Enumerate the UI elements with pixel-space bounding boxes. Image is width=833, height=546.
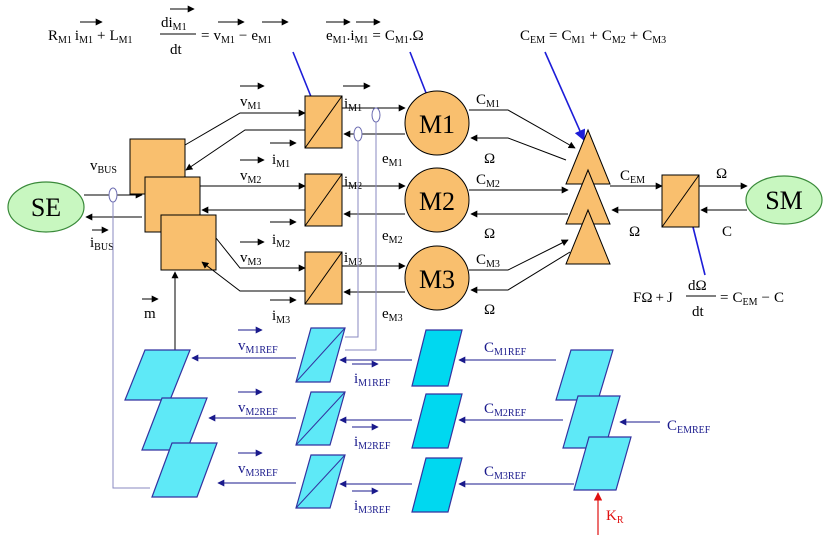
- em1-label: eM1: [382, 151, 403, 169]
- equation-eq3: CEM=CM1+CM2+CM3: [520, 28, 666, 46]
- im3-out-label: iM3: [344, 250, 362, 268]
- modulation-block-1: [124, 349, 191, 401]
- vbus-feedback-line: [112, 202, 150, 489]
- im1-sensor-icon: [371, 107, 381, 123]
- machine-m2: [404, 167, 470, 233]
- im1-label: iM1: [272, 152, 290, 170]
- vm2-label: vM2: [240, 168, 261, 186]
- omega-out-label: Ω: [716, 166, 727, 182]
- vm3-link: [215, 237, 306, 272]
- im3-link: [201, 261, 305, 292]
- vm1-link: [184, 109, 306, 146]
- mechanical-source-sm: [745, 175, 823, 225]
- svg-text:=CEM−C: =CEM−C: [720, 290, 784, 308]
- im2-label: iM2: [272, 232, 290, 250]
- m1-label: M1: [419, 110, 455, 139]
- im1ref-label: iM1REF: [354, 371, 391, 389]
- im2ref-label: iM2REF: [354, 434, 391, 452]
- svg-text:dΩ: dΩ: [688, 278, 707, 294]
- em1-sensor-icon: [353, 126, 363, 142]
- svg-text:FΩ+J: FΩ+J: [633, 290, 673, 306]
- omega1-label: Ω: [484, 151, 495, 167]
- vm1ref-label: vM1REF: [238, 338, 278, 356]
- distribution-block-3: [573, 436, 632, 491]
- cm3ref-label: CM3REF: [484, 464, 527, 482]
- torque-inversion-m1: [411, 329, 463, 387]
- machine-m1: [404, 90, 470, 156]
- cm3-link: [469, 239, 569, 271]
- im1-link: [185, 129, 305, 171]
- sm-label: SM: [765, 186, 803, 215]
- em2-label: eM2: [382, 228, 403, 246]
- im2-out-label: iM2: [344, 174, 362, 192]
- torque-inversion-m3: [411, 457, 463, 513]
- cemref-label: CEMREF: [667, 418, 711, 436]
- svg-text:diM1: diM1: [161, 15, 187, 33]
- torque-coupling-3: [565, 208, 611, 265]
- pointer-arrow-eq3: [544, 51, 586, 142]
- omega2-label: Ω: [484, 226, 495, 242]
- m2-label: M2: [419, 187, 455, 216]
- omega3-link: [470, 251, 571, 294]
- svg-text:dt: dt: [170, 42, 183, 58]
- svg-text:CEM=CM1+CM2+CM3: CEM=CM1+CM2+CM3: [520, 28, 666, 46]
- cm1ref-label: CM1REF: [484, 340, 527, 358]
- em1-feedback-line: [345, 141, 359, 338]
- svg-text:eM1.iM1=CM1.Ω: eM1.iM1=CM1.Ω: [326, 28, 424, 46]
- modulation-block-3: [151, 442, 218, 498]
- cm2ref-label: CM2REF: [484, 401, 527, 419]
- electric-source-se: [7, 181, 85, 233]
- cm3-label: CM3: [476, 252, 500, 270]
- svg-text:dt: dt: [692, 304, 705, 320]
- kr-label: KR: [606, 508, 624, 526]
- torque-inversion-m2: [411, 393, 463, 449]
- im3-label: iM3: [272, 308, 290, 326]
- load-torque-label: C: [722, 224, 732, 240]
- im1-feedback-line: [345, 122, 377, 351]
- omega3-label: Ω: [484, 302, 495, 318]
- vbus-sensor-icon: [108, 187, 118, 203]
- vm1-label: vM1: [240, 94, 261, 112]
- vm3ref-label: vM3REF: [238, 461, 278, 479]
- vm3-label: vM3: [240, 250, 261, 268]
- machine-m3: [404, 245, 470, 311]
- equation-eq4: FΩ+J dΩ dt =CEM−C: [633, 278, 784, 320]
- cem-label: CEM: [620, 168, 645, 186]
- cm1-link: [469, 109, 576, 149]
- ibus-label: iBUS: [90, 235, 114, 253]
- vbus-label: vBUS: [90, 158, 117, 176]
- cm1-label: CM1: [476, 92, 500, 110]
- im3ref-label: iM3REF: [354, 498, 391, 516]
- inverter-leg-3: [160, 214, 217, 271]
- em3-label: eM3: [382, 306, 403, 324]
- omega1-link: [470, 134, 567, 161]
- cm2-label: CM2: [476, 172, 500, 190]
- equation-eq2: eM1.iM1=CM1.Ω: [326, 18, 424, 46]
- m-label: m: [144, 306, 156, 322]
- distribution-block-1: [555, 349, 614, 401]
- svg-text:=vM1−eM1: =vM1−eM1: [201, 28, 272, 46]
- im1-out-label: iM1: [344, 96, 362, 114]
- vm2ref-label: vM2REF: [238, 400, 278, 418]
- se-label: SE: [31, 193, 61, 222]
- m3-label: M3: [419, 265, 455, 294]
- modulation-block-2: [141, 397, 208, 451]
- omega-shaft-label: Ω: [629, 224, 640, 240]
